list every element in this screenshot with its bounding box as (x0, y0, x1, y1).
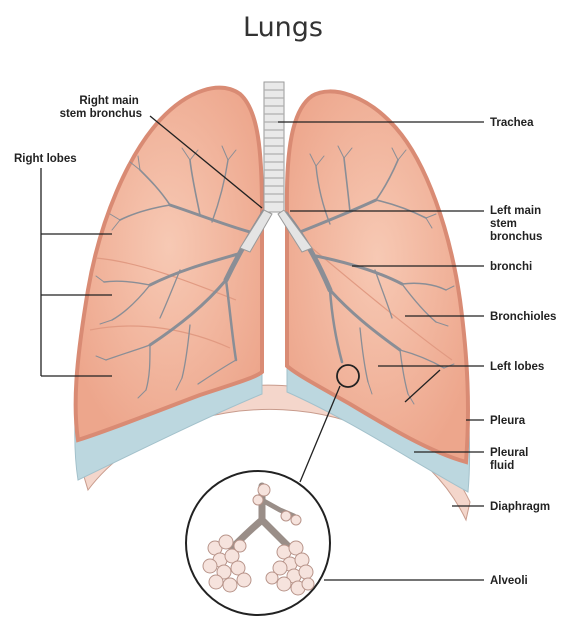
label-pleura: Pleura (490, 415, 526, 427)
label-pleural-fluid: Pleural fluid (490, 447, 532, 472)
label-bronchi: bronchi (490, 261, 532, 273)
label-diaphragm: Diaphragm (490, 501, 550, 513)
label-alveoli: Alveoli (490, 575, 528, 587)
label-bronchioles: Bronchioles (490, 311, 556, 323)
label-left-main-stem-bronchus: Left main stem bronchus (490, 205, 544, 243)
label-right-lobes: Right lobes (14, 153, 77, 165)
alveoli-inset (186, 386, 340, 615)
label-left-lobes: Left lobes (490, 361, 544, 373)
diagram-title: Lungs (243, 12, 323, 43)
label-trachea: Trachea (490, 117, 534, 129)
label-right-main-stem-bronchus: Right main stem bronchus (60, 95, 142, 120)
